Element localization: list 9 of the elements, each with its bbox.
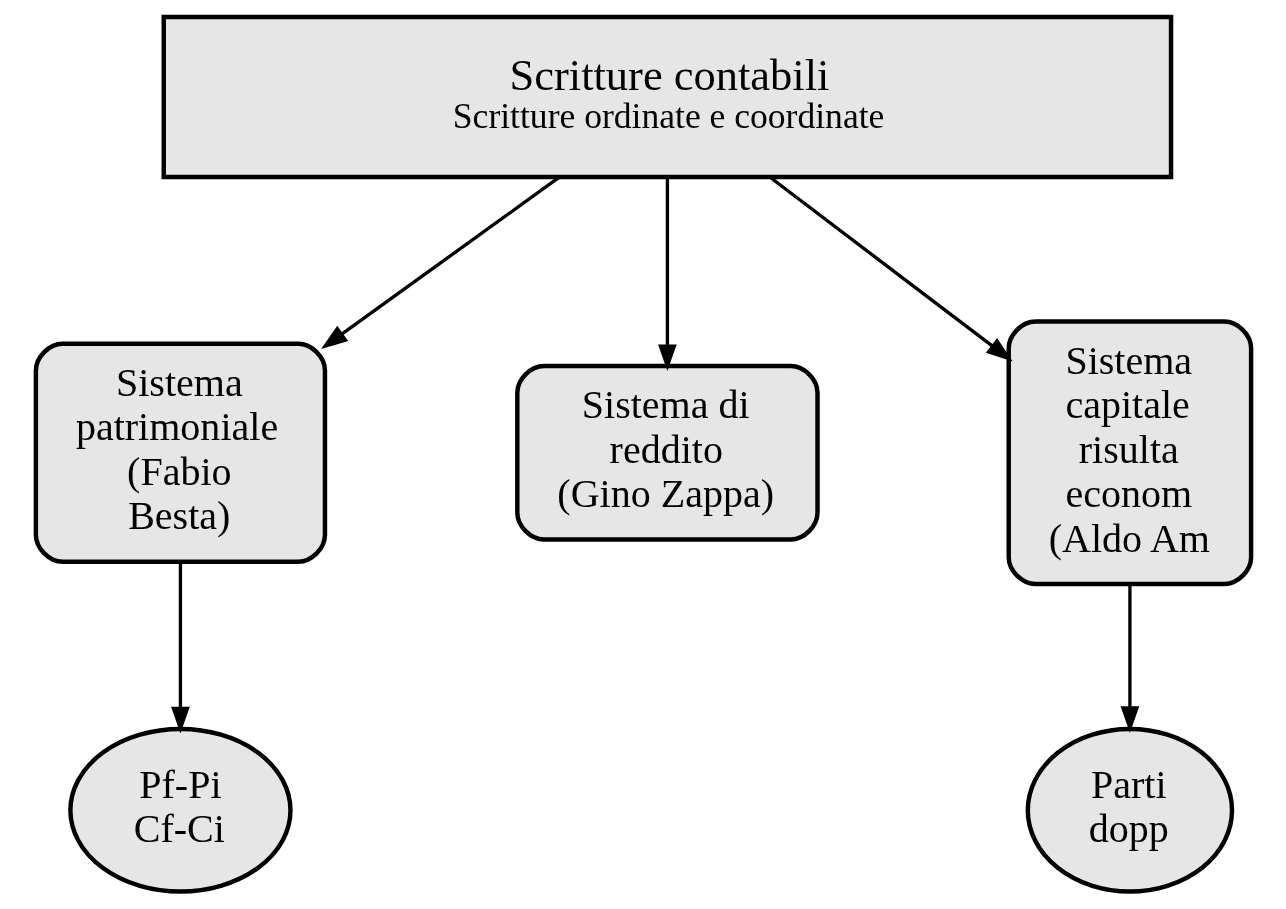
node-box: Sistema di reddito (Gino Zappa) [514, 363, 820, 542]
node-ellipse: Parti dopp [1025, 726, 1234, 894]
arrow [170, 561, 190, 734]
node-box: Sistema capitale risulta econom (Aldo Am [1006, 319, 1253, 587]
node-box: Sistema patrimoniale (Fabio Besta) [33, 341, 327, 564]
node-box: Scritture contabili Scritture ordinate e coordinate [161, 14, 1173, 180]
node-ellipse: Pf-Pi Cf-Ci [67, 726, 293, 894]
arrow [657, 177, 677, 372]
arrow [1120, 584, 1139, 733]
